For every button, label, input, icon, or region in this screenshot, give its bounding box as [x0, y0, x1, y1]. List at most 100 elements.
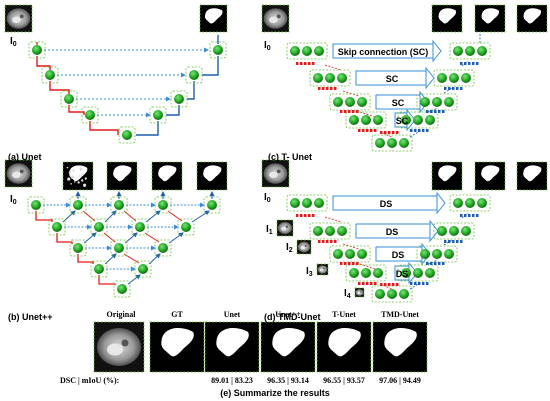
input-label-c: I0: [264, 40, 271, 52]
node-box: [345, 264, 387, 282]
feature-stripe: [308, 214, 311, 217]
input-label-subscript: 2: [289, 247, 293, 254]
feature-node: [135, 222, 145, 232]
feature-stripe: [330, 240, 333, 243]
node-box: [41, 66, 59, 84]
node-box: [309, 222, 351, 240]
up-connector: [427, 107, 439, 113]
feature-node: [94, 222, 104, 232]
encoder-path: [36, 56, 51, 70]
feature-stripe: [392, 131, 395, 134]
feature-stripe: [340, 110, 343, 113]
feature-node: [401, 115, 411, 125]
node-box: [90, 260, 108, 278]
feature-stripe: [296, 214, 299, 217]
output-mask-c2: [474, 4, 506, 33]
feature-node: [85, 110, 95, 120]
skip-block-arrowhead: [436, 191, 446, 215]
node-box: [69, 239, 87, 257]
encoder-path: [77, 254, 94, 264]
feature-node: [31, 200, 41, 210]
feature-node: [453, 46, 463, 56]
result-column-header: Original: [107, 310, 137, 319]
skip-block-arrowhead: [425, 66, 435, 90]
feature-stripe: [366, 282, 369, 285]
feature-stripe: [392, 283, 395, 286]
feature-stripe: [426, 282, 429, 285]
feature-node: [73, 200, 83, 210]
result-original-image: [93, 321, 145, 373]
decoder-path: [136, 121, 159, 136]
feature-node: [465, 46, 475, 56]
feature-stripe: [322, 240, 325, 243]
feature-stripe: [452, 240, 455, 243]
feature-node: [413, 115, 423, 125]
node-box: [149, 106, 167, 124]
output-mask-c3: [516, 4, 548, 33]
node-box: [209, 41, 227, 59]
feature-node: [361, 115, 371, 125]
input-label-subscript: 1: [269, 229, 273, 236]
feature-stripe: [472, 62, 475, 65]
node-box: [286, 42, 328, 60]
caption-d: (d) TMD-Unet: [264, 312, 320, 322]
feature-node: [290, 198, 300, 208]
node-box: [118, 126, 136, 144]
feature-node: [73, 243, 83, 253]
feature-stripe: [452, 87, 455, 90]
feature-node: [314, 198, 324, 208]
sc-label: SC: [392, 98, 405, 108]
feature-stripe: [340, 262, 343, 265]
input-scan-a: [4, 4, 33, 33]
feature-node: [373, 115, 383, 125]
input-label-d0: I0: [264, 192, 271, 204]
feature-stripe: [348, 262, 351, 265]
node-box: [397, 264, 439, 282]
feature-node: [333, 97, 343, 107]
feature-node: [114, 200, 124, 210]
feature-stripe: [476, 214, 479, 217]
feature-stripe: [318, 87, 321, 90]
input-label-subscript: 4: [347, 293, 351, 300]
feature-stripe: [300, 214, 303, 217]
input-label-d1: I1: [266, 224, 273, 236]
output-mask-b2: [106, 161, 138, 191]
feature-stripe: [384, 131, 387, 134]
feature-stripe: [418, 129, 421, 132]
feature-stripe: [438, 262, 441, 265]
feature-node: [337, 226, 347, 236]
feature-stripe: [396, 131, 399, 134]
feature-stripe: [442, 110, 445, 113]
output-mask-a: [199, 4, 228, 33]
feature-stripe: [308, 62, 311, 65]
feature-stripe: [456, 87, 459, 90]
node-box: [345, 111, 387, 129]
feature-stripe: [434, 110, 437, 113]
feature-node: [357, 97, 367, 107]
feature-node: [94, 264, 104, 274]
feature-stripe: [460, 240, 463, 243]
decoder-path: [187, 81, 195, 100]
input-label-subscript: 0: [267, 45, 271, 52]
score-value: 96.55 | 93.57: [323, 376, 365, 385]
input-label-subscript: 0: [13, 199, 17, 206]
feature-stripe: [388, 131, 391, 134]
feature-stripe: [362, 129, 365, 132]
feature-stripe: [366, 129, 369, 132]
feature-node: [333, 249, 343, 259]
feature-node: [138, 264, 148, 274]
node-box: [28, 41, 46, 59]
ds-label: DS: [392, 250, 405, 260]
output-mask-b4: [196, 161, 228, 191]
feature-stripe: [464, 62, 467, 65]
feature-stripe: [410, 129, 413, 132]
feature-stripe: [430, 262, 433, 265]
output-mask-c1: [431, 4, 463, 33]
score-value: 89.01 | 83.23: [211, 376, 253, 385]
node-box: [90, 218, 108, 236]
feature-stripe: [352, 262, 355, 265]
feature-stripe: [430, 110, 433, 113]
decoder-path: [202, 56, 219, 76]
input-label-d3: I3: [306, 266, 313, 278]
feature-stripe: [352, 110, 355, 113]
